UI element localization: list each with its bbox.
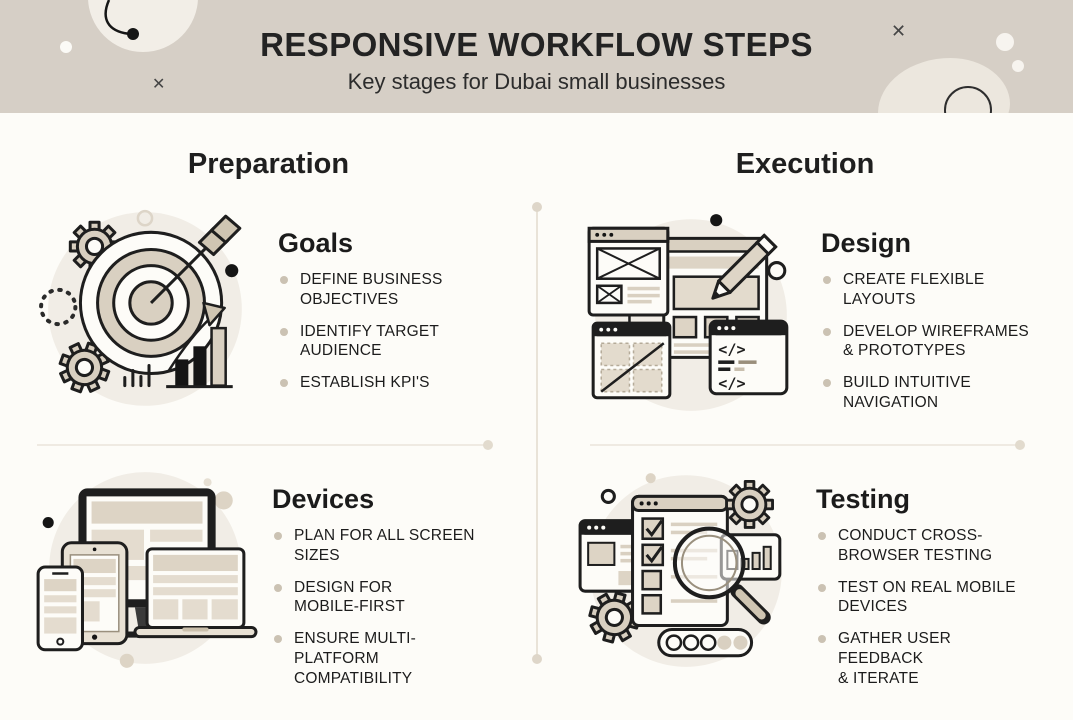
- section-title-goals: Goals: [278, 228, 354, 258]
- list-item: DESIGN FOR MOBILE-FIRST: [272, 578, 494, 618]
- list-item: CONDUCT CROSS- BROWSER TESTING: [816, 526, 1038, 566]
- list-item-text: CONDUCT CROSS- BROWSER TESTING: [838, 527, 993, 564]
- section-title-design: Design: [821, 228, 912, 258]
- design-list: CREATE FLEXIBLE LAYOUTS DEVELOP WIREFRAM…: [821, 270, 1043, 413]
- bullet-dot: [280, 379, 288, 388]
- bullet-dot: [818, 635, 826, 644]
- list-item: ESTABLISH KPI'S: [278, 373, 500, 393]
- goals-target-icon: [32, 206, 264, 418]
- list-item: PLAN FOR ALL SCREEN SIZES: [272, 526, 494, 566]
- section-title-testing: Testing: [816, 484, 910, 514]
- bullet-dot: [823, 327, 831, 336]
- page-title: RESPONSIVE WORKFLOW STEPS: [260, 26, 813, 63]
- list-item-text: PLAN FOR ALL SCREEN SIZES: [294, 527, 475, 564]
- bullet-dot: [823, 379, 831, 388]
- list-item-text: GATHER USER FEEDBACK & ITERATE: [838, 630, 952, 687]
- list-item-text: ENSURE MULTI-PLATFORM COMPATIBILITY: [294, 630, 417, 687]
- devices-list: PLAN FOR ALL SCREEN SIZES DESIGN FOR MOB…: [272, 526, 494, 689]
- bullet-dot: [274, 532, 282, 540]
- dot-decoration: [1012, 60, 1024, 72]
- bullet-dot: [818, 583, 826, 592]
- bullet-dot: [280, 327, 288, 336]
- list-item-text: BUILD INTUITIVE NAVIGATION: [843, 374, 971, 412]
- list-item-text: IDENTIFY TARGET AUDIENCE: [300, 322, 440, 360]
- list-item: DEFINE BUSINESS OBJECTIVES: [278, 270, 500, 310]
- list-item: DEVELOP WIREFRAMES & PROTOTYPES: [821, 322, 1043, 362]
- horizontal-divider-right: [590, 440, 1025, 450]
- bullet-dot: [823, 276, 831, 284]
- list-item: GATHER USER FEEDBACK & ITERATE: [816, 629, 1038, 688]
- cross-decoration: ✕: [152, 76, 166, 93]
- goals-list: DEFINE BUSINESS OBJECTIVES IDENTIFY TARG…: [278, 270, 500, 393]
- header-banner: ✕ ✕ RESPONSIVE WORKFLOW STEPS Key stages…: [0, 0, 1073, 113]
- testing-list: CONDUCT CROSS- BROWSER TESTING TEST ON R…: [816, 526, 1038, 689]
- list-item: CREATE FLEXIBLE LAYOUTS: [821, 270, 1043, 310]
- section-testing: Testing CONDUCT CROSS- BROWSER TESTING T…: [570, 462, 1038, 701]
- list-item-text: DEFINE BUSINESS OBJECTIVES: [300, 271, 443, 308]
- design-wireframes-icon: </> </>: [575, 206, 807, 418]
- horizontal-divider-left: [37, 440, 493, 450]
- svg-text:</>: </>: [718, 375, 745, 393]
- list-item-text: DESIGN FOR MOBILE-FIRST: [294, 578, 405, 616]
- column-heading-execution: Execution: [735, 148, 875, 180]
- curved-line-decoration: [104, 0, 139, 40]
- page-subtitle: Key stages for Dubai small businesses: [347, 69, 726, 94]
- svg-text:</>: </>: [718, 340, 745, 358]
- list-item-text: ESTABLISH KPI'S: [300, 374, 430, 392]
- list-item: TEST ON REAL MOBILE DEVICES: [816, 578, 1038, 618]
- list-item-text: TEST ON REAL MOBILE DEVICES: [838, 578, 1016, 616]
- testing-magnifier-icon: [570, 462, 802, 674]
- dot-decoration: [996, 33, 1014, 51]
- section-devices: Devices PLAN FOR ALL SCREEN SIZES DESIGN…: [26, 462, 494, 701]
- list-item: ENSURE MULTI-PLATFORM COMPATIBILITY: [272, 629, 494, 688]
- bullet-dot: [818, 532, 826, 540]
- column-heading-preparation: Preparation: [187, 148, 350, 180]
- section-goals: Goals DEFINE BUSINESS OBJECTIVES IDENTIF…: [32, 206, 500, 418]
- list-item: BUILD INTUITIVE NAVIGATION: [821, 373, 1043, 413]
- bullet-dot: [280, 276, 288, 284]
- vertical-divider: [532, 202, 542, 664]
- section-design: </> </> Design CREATE FLEXIBLE LAYOUTS D…: [575, 206, 1043, 425]
- devices-responsive-icon: [26, 462, 258, 674]
- cross-decoration: ✕: [891, 21, 907, 41]
- list-item-text: CREATE FLEXIBLE LAYOUTS: [843, 271, 985, 308]
- section-title-devices: Devices: [272, 484, 375, 514]
- list-item: IDENTIFY TARGET AUDIENCE: [278, 322, 500, 362]
- bullet-dot: [274, 635, 282, 644]
- bullet-dot: [274, 583, 282, 592]
- list-item-text: DEVELOP WIREFRAMES & PROTOTYPES: [843, 322, 1029, 360]
- dot-decoration: [60, 41, 72, 53]
